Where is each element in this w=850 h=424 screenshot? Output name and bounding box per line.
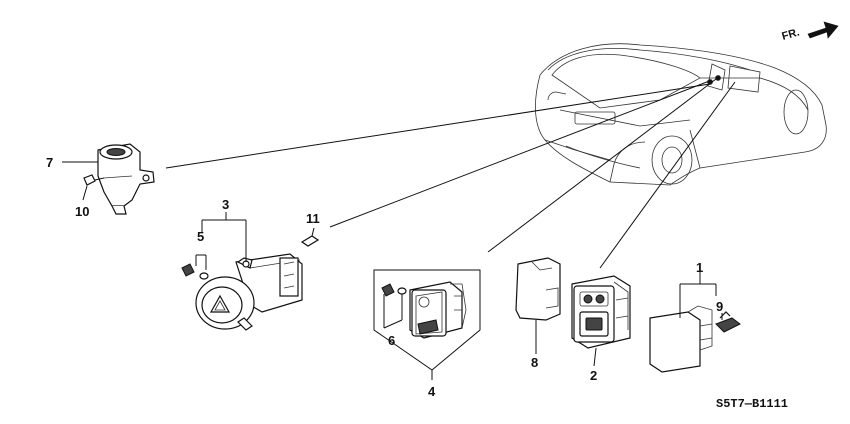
callout-9: 9 <box>716 299 723 314</box>
direction-label: FR. <box>781 26 801 42</box>
front-direction-indicator: FR. <box>781 21 839 43</box>
hazard-triangle-icon <box>209 294 231 313</box>
callout-labels: 7 10 3 5 11 6 4 8 2 1 9 <box>46 155 723 399</box>
part-6-bulb <box>381 283 407 297</box>
part-9-clip <box>715 311 741 333</box>
callout-1: 1 <box>696 260 703 275</box>
part-7-assembly <box>83 143 155 215</box>
diagram-code: S5T7—B1111 <box>716 397 788 411</box>
callout-2: 2 <box>590 368 597 383</box>
callout-4-bracket <box>373 269 481 380</box>
part-2-switch <box>571 275 631 367</box>
callout-10: 10 <box>75 204 89 219</box>
callout-7: 7 <box>46 155 53 170</box>
callout-5: 5 <box>197 229 204 244</box>
part-11-screw <box>300 227 320 247</box>
callout-1-bracket <box>679 272 723 320</box>
part-5-bulb <box>181 263 209 280</box>
leader-lines <box>165 75 736 269</box>
callout-6: 6 <box>388 333 395 348</box>
part-4-switch-assembly <box>409 281 467 339</box>
vehicle-illustration <box>535 43 827 186</box>
part-1-cover <box>649 305 713 373</box>
part-8-cover <box>515 257 561 354</box>
callout-8: 8 <box>531 355 538 370</box>
callout-3-bracket <box>195 212 247 270</box>
callout-10-leader <box>82 185 88 201</box>
part-3-hazard-switch <box>195 253 303 331</box>
callout-11: 11 <box>306 211 320 226</box>
callout-4: 4 <box>428 384 436 399</box>
callout-3: 3 <box>222 197 229 212</box>
front-arrow-icon <box>807 21 839 39</box>
